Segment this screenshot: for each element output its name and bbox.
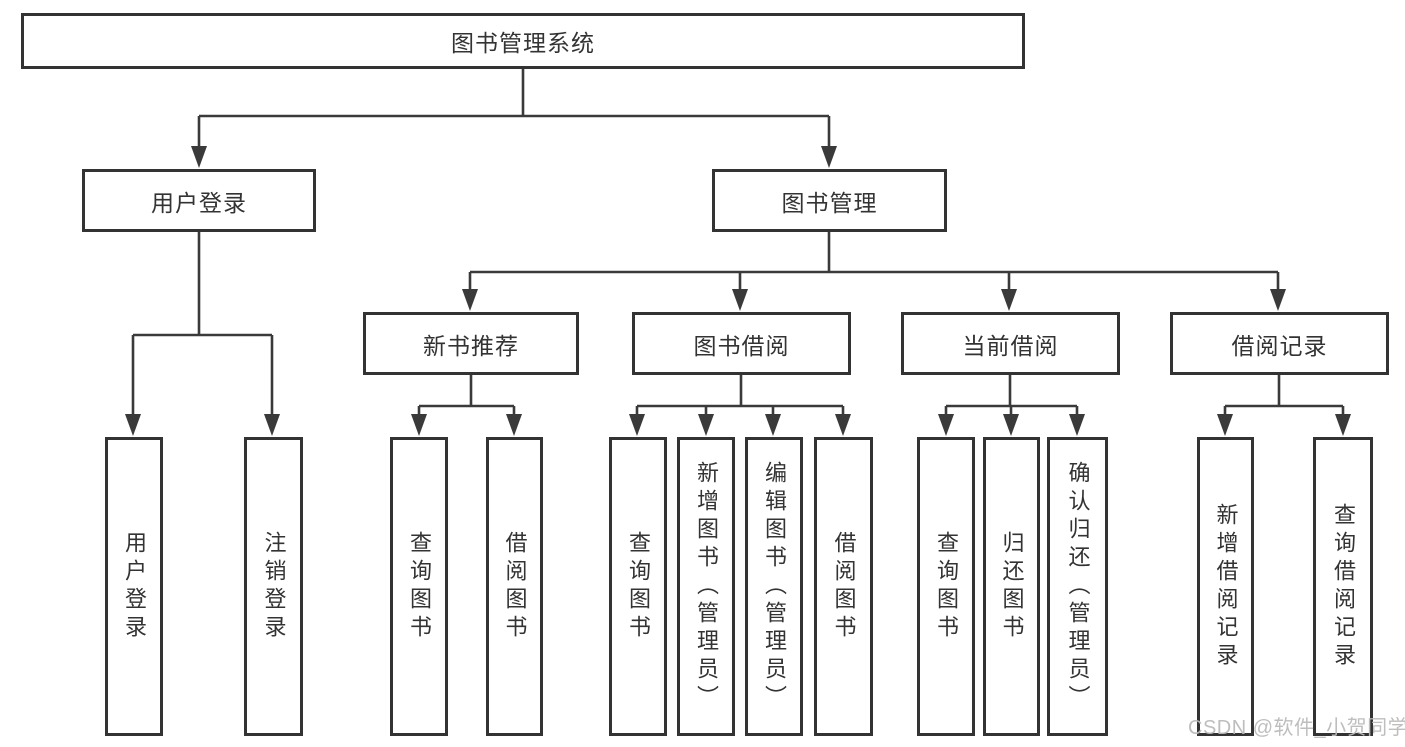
arrowhead (125, 414, 141, 436)
node-label: 新书推荐 (423, 332, 519, 359)
node-label: 图书借阅 (693, 332, 790, 359)
arrowhead (765, 414, 781, 436)
connector-book-borrow-children (629, 375, 851, 436)
node-current-borrowing: 当前借阅 (901, 312, 1120, 375)
arrowhead (506, 414, 522, 436)
node-new-book-recommendation: 新书推荐 (363, 312, 579, 375)
connector-new-book-children (411, 375, 522, 436)
node-label: 借阅记录 (1231, 332, 1328, 359)
connector-book-management-to-level3 (462, 232, 1286, 311)
leaf-return-books: 归还图书 (983, 437, 1040, 736)
leaf-query-borrow-record: 查询借阅记录 (1313, 437, 1373, 736)
node-book-borrowing: 图书借阅 (632, 312, 851, 375)
node-label: 用户登录 (122, 530, 147, 643)
arrowhead (1003, 414, 1019, 436)
node-label: 图书管理系统 (451, 30, 595, 56)
leaf-add-books-admin: 新增图书（管理员） (677, 437, 735, 736)
node-label: 借阅图书 (831, 530, 857, 643)
arrowhead (629, 414, 645, 436)
node-label: 借阅图书 (502, 530, 528, 643)
leaf-edit-books-admin: 编辑图书（管理员） (745, 437, 803, 736)
node-label: 归还图书 (999, 530, 1025, 643)
node-label: 确认归还（管理员） (1065, 460, 1091, 713)
node-label: 当前借阅 (962, 332, 1059, 359)
node-label: 用户登录 (151, 189, 247, 216)
arrowhead (462, 289, 478, 311)
node-user-login: 用户登录 (82, 169, 316, 232)
node-label: 注销登录 (261, 530, 287, 643)
leaf-query-books: 查询图书 (917, 437, 975, 736)
leaf-borrow-books: 借阅图书 (486, 437, 543, 736)
leaf-query-books: 查询图书 (390, 437, 448, 736)
node-label: 编辑图书（管理员） (762, 460, 787, 713)
arrowhead (732, 289, 748, 311)
node-book-management: 图书管理 (712, 169, 947, 232)
arrowhead (264, 414, 280, 436)
leaf-logout: 注销登录 (244, 437, 303, 736)
node-label: 新增借阅记录 (1213, 502, 1239, 671)
leaf-user-login: 用户登录 (105, 437, 163, 736)
connector-borrow-record-children (1217, 375, 1351, 436)
node-label: 查询图书 (626, 530, 651, 643)
leaf-borrow-books: 借阅图书 (814, 437, 873, 736)
node-label: 查询图书 (934, 530, 959, 643)
arrowhead (1270, 289, 1286, 311)
arrowhead (1001, 289, 1017, 311)
arrowhead (1335, 414, 1351, 436)
node-label: 图书管理 (781, 189, 878, 216)
node-library-management-system: 图书管理系统 (21, 13, 1025, 69)
arrowhead (938, 414, 954, 436)
node-borrowing-records: 借阅记录 (1170, 312, 1389, 375)
leaf-confirm-return-admin: 确认归还（管理员） (1047, 437, 1108, 736)
node-label: 查询借阅记录 (1331, 502, 1356, 671)
arrowhead (1069, 414, 1085, 436)
csdn-watermark: CSDN @软件_小贺同学 (1188, 717, 1405, 739)
connector-root-to-level2 (191, 69, 837, 168)
arrowhead (698, 414, 714, 436)
arrowhead (191, 146, 207, 168)
leaf-add-borrow-record: 新增借阅记录 (1197, 437, 1254, 736)
node-label: 查询图书 (407, 530, 432, 643)
connector-user-login-children (125, 232, 280, 436)
connector-current-borrow-children (938, 375, 1085, 436)
arrowhead (821, 146, 837, 168)
arrowhead (835, 414, 851, 436)
arrowhead (1217, 414, 1233, 436)
arrowhead (411, 414, 427, 436)
node-label: 新增图书（管理员） (694, 460, 719, 713)
leaf-query-books: 查询图书 (609, 437, 667, 736)
